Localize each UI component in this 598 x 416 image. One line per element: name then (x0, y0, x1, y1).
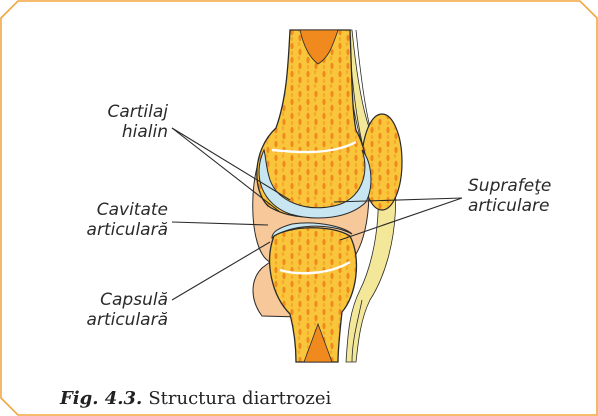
label-suprafete-articulare: Suprafeţe articulare (468, 176, 551, 216)
label-cavitate-line1: Cavitate (40, 200, 168, 220)
label-cartilaj-hialin: Cartilaj hialin (60, 102, 168, 142)
label-capsula-articulara: Capsulă articulară (40, 290, 168, 330)
label-suprafete-line2: articulare (468, 196, 551, 216)
label-cavitate-line2: articulară (40, 220, 168, 240)
figure-title: Structura diartrozei (148, 388, 331, 409)
figure-caption: Fig. 4.3. Structura diartrozei (60, 388, 331, 409)
label-capsula-line1: Capsulă (40, 290, 168, 310)
figure-number: Fig. 4.3. (60, 388, 142, 409)
label-capsula-line2: articulară (40, 310, 168, 330)
label-suprafete-line1: Suprafeţe (468, 176, 551, 196)
label-cartilaj-line2: hialin (60, 122, 168, 142)
label-cavitate-articulara: Cavitate articulară (40, 200, 168, 240)
lower-bone (270, 228, 357, 362)
label-cartilaj-line1: Cartilaj (60, 102, 168, 122)
